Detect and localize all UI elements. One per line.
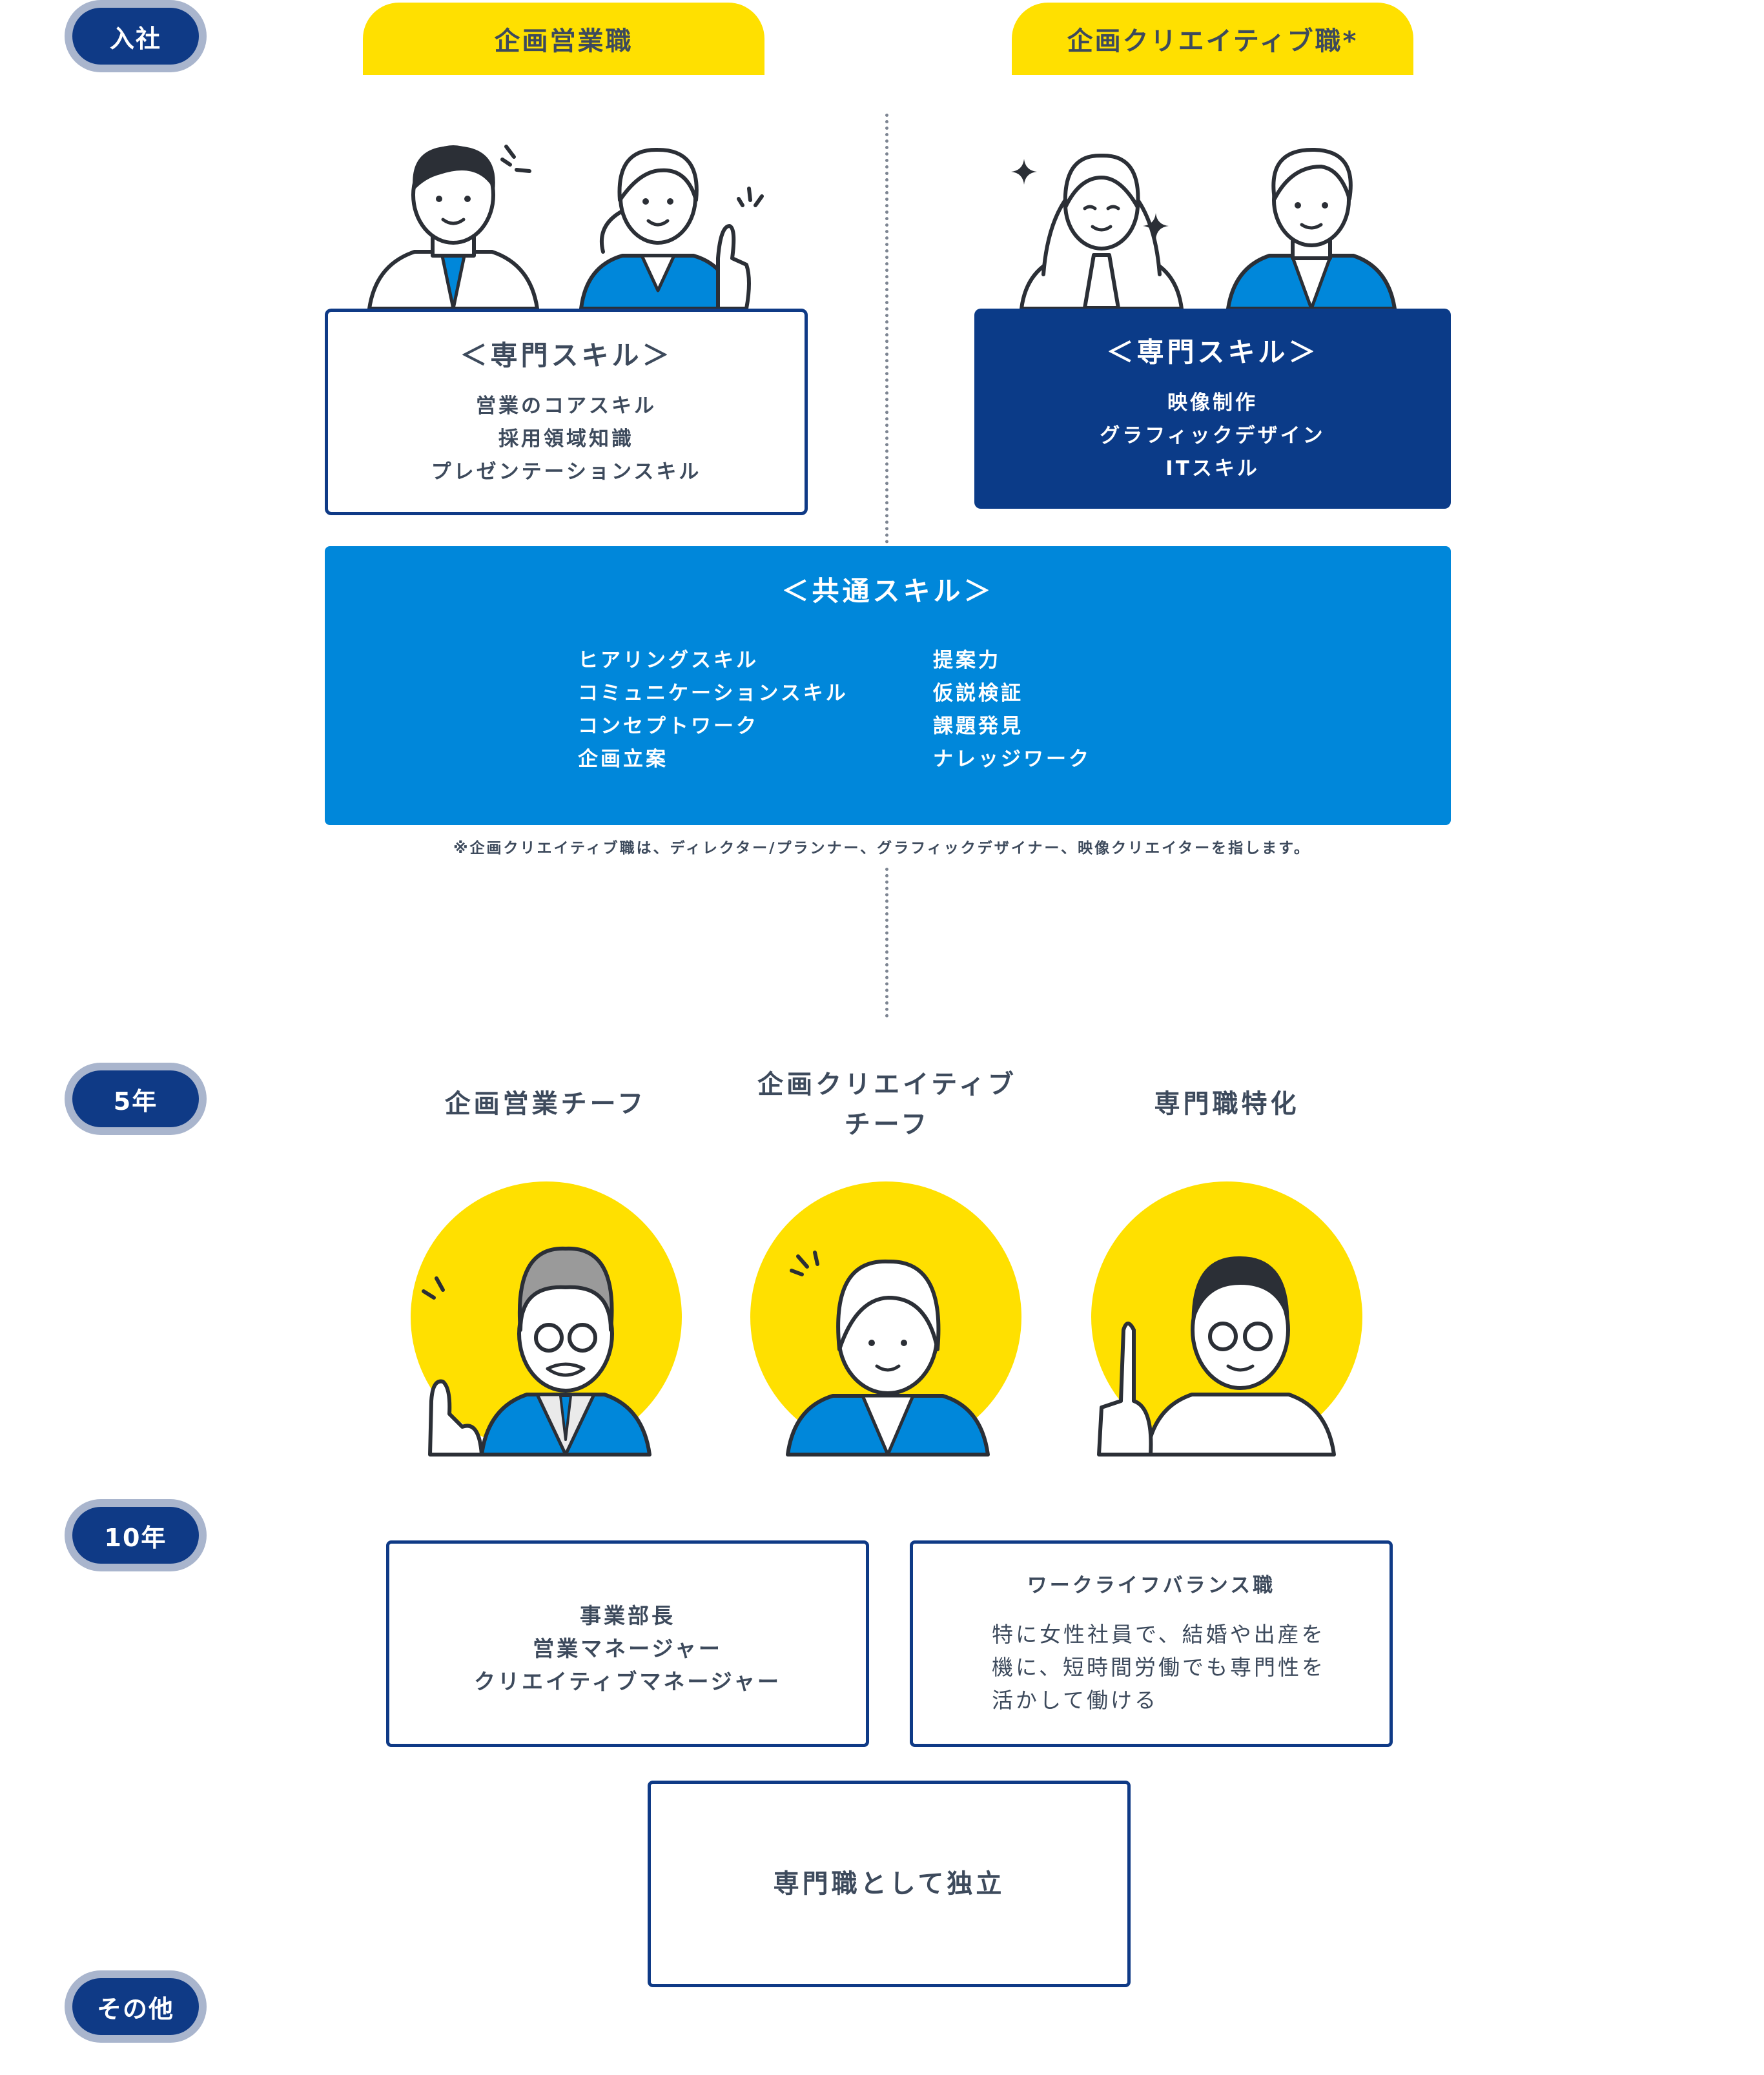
tab-sales-track: 企画営業職: [363, 3, 764, 75]
common-skill-item: ヒアリングスキル: [578, 649, 759, 672]
career-sales-chief-title: 企画営業チーフ: [444, 1089, 647, 1119]
footnote: ※企画クリエイティブ職は、ディレクター/プランナー、グラフィックデザイナー、映像…: [453, 840, 1311, 857]
stage-label-join: 入社: [72, 8, 199, 65]
wlb-career-desc-line: 機に、短時間労働でも専門性を: [992, 1655, 1326, 1680]
creative-woman-illustration: [1020, 153, 1184, 311]
common-skill-item: 企画立案: [578, 748, 668, 771]
career-specialist-title: 専門職特化: [1154, 1089, 1300, 1119]
common-skill-item: 提案力: [933, 649, 1001, 672]
exclamation-marks-icon: [737, 187, 764, 207]
creative-chief-avatar: [786, 1259, 990, 1457]
creative-skill-heading: ＜専門スキル＞: [1106, 336, 1319, 368]
wlb-career-desc-line: 特に女性社員で、結婚や出産を: [992, 1622, 1326, 1647]
common-skill-item: コンセプトワーク: [578, 715, 759, 738]
sales-chief-avatar: [422, 1246, 651, 1457]
common-skill-item: 課題発見: [933, 715, 1023, 738]
sales-skill-heading: ＜専門スキル＞: [460, 340, 673, 371]
wlb-career-title: ワークライフバランス職: [1027, 1574, 1276, 1597]
specialist-avatar: [1097, 1256, 1336, 1457]
sales-skill-item: プレゼンテーションスキル: [431, 460, 702, 484]
tab-creative-track: 企画クリエイティブ職*: [1012, 3, 1413, 75]
common-skill-item: コミュニケーションスキル: [578, 682, 848, 705]
career-creative-chief-line1: 企画クリエイティブ: [757, 1070, 1017, 1099]
career-creative-chief-title: 企画クリエイティブ チーフ: [719, 1065, 1055, 1145]
divider-line-top: [885, 114, 888, 544]
wlb-career-desc-line: 活かして働ける: [992, 1688, 1159, 1713]
management-career-item: 事業部長: [580, 1603, 675, 1628]
creative-skill-item: 映像制作: [1167, 391, 1258, 414]
sales-skill-item: 営業のコアスキル: [476, 394, 657, 418]
common-skill-heading: ＜共通スキル＞: [781, 575, 994, 607]
exclamation-marks-icon: [500, 145, 531, 173]
creative-skill-item: グラフィックデザイン: [1100, 424, 1326, 447]
stage-pill-5y: 5年: [65, 1063, 207, 1135]
sparkle-icon: [1011, 159, 1037, 185]
common-skill-box: ＜共通スキル＞ ヒアリングスキル コミュニケーションスキル コンセプトワーク 企…: [325, 546, 1451, 825]
common-skill-item: 仮説検証: [933, 682, 1023, 705]
creative-skill-item: ITスキル: [1165, 457, 1260, 480]
common-skill-item: ナレッジワーク: [933, 748, 1091, 771]
sales-skill-box: ＜専門スキル＞ 営業のコアスキル 採用領域知識 プレゼンテーションスキル: [325, 309, 808, 515]
wlb-career-box: ワークライフバランス職 特に女性社員で、結婚や出産を 機に、短時間労働でも専門性…: [910, 1540, 1393, 1747]
sales-skill-item: 採用領域知識: [498, 427, 634, 451]
stage-label-5y: 5年: [72, 1070, 199, 1127]
creative-man-illustration: [1226, 147, 1397, 311]
common-skill-list-right: 提案力 仮説検証 課題発見 ナレッジワーク: [933, 644, 1091, 776]
creative-skill-box: ＜専門スキル＞ 映像制作 グラフィックデザイン ITスキル: [974, 309, 1451, 509]
management-career-box: 事業部長 営業マネージャー クリエイティブマネージャー: [386, 1540, 869, 1747]
exclamation-marks-icon: [790, 1251, 819, 1276]
common-skill-list-left: ヒアリングスキル コミュニケーションスキル コンセプトワーク 企画立案: [578, 644, 848, 776]
independent-career-box: 専門職として独立: [648, 1781, 1131, 1987]
stage-pill-join: 入社: [65, 0, 207, 72]
stage-label-10y: 10年: [72, 1507, 199, 1564]
management-career-item: 営業マネージャー: [533, 1636, 723, 1661]
stage-label-other: その他: [72, 1978, 199, 2035]
stage-pill-10y: 10年: [65, 1499, 207, 1571]
sales-man-illustration: [367, 145, 539, 311]
management-career-item: クリエイティブマネージャー: [473, 1669, 782, 1694]
stage-pill-other: その他: [65, 1970, 207, 2043]
independent-career-label: 専門職として独立: [773, 1868, 1005, 1899]
career-creative-chief-line2: チーフ: [844, 1110, 930, 1140]
sales-woman-illustration: [579, 147, 751, 311]
divider-line-bottom: [885, 868, 888, 1017]
sparkle-icon: [1143, 213, 1169, 239]
